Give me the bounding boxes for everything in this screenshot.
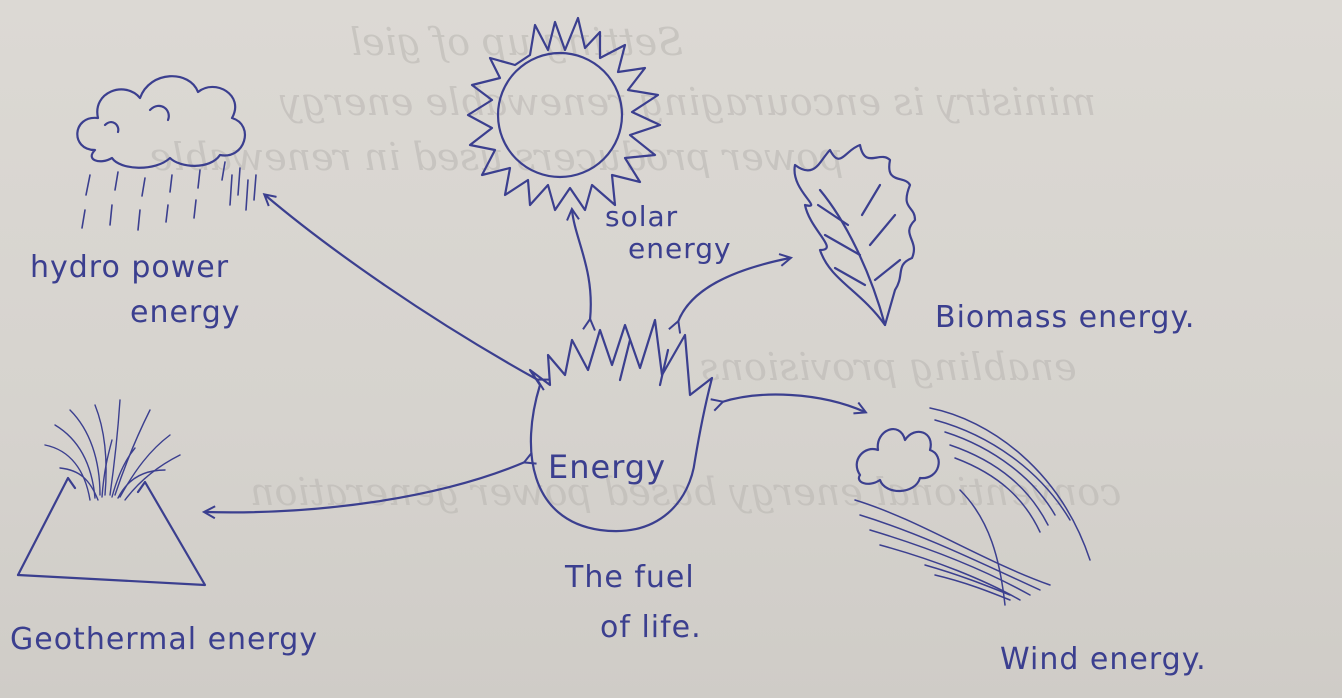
- leaf-icon: [795, 145, 915, 325]
- arrow-energy-solar: [572, 210, 591, 320]
- wind-icon: [855, 408, 1090, 605]
- arrow-energy-geothermal: [205, 462, 525, 512]
- solar-label-line2: energy: [628, 232, 732, 265]
- arrow-energy-hydro: [265, 195, 538, 380]
- arrow-energy-biomass: [678, 258, 790, 322]
- geyser-icon: [18, 400, 205, 585]
- geothermal-label: Geothermal energy: [10, 622, 318, 657]
- caption-line1: The fuel: [565, 560, 695, 595]
- biomass-label: Biomass energy.: [935, 300, 1195, 335]
- hydro-label-line1: hydro power: [30, 250, 229, 285]
- cloud-rain-icon: [77, 76, 256, 230]
- arrow-energy-wind: [722, 395, 865, 412]
- sun-icon: [468, 18, 660, 210]
- solar-label-line1: solar: [605, 200, 678, 233]
- energy-flame-icon: [530, 320, 712, 531]
- wind-label: Wind energy.: [1000, 642, 1207, 677]
- caption-line2: of life.: [600, 610, 702, 645]
- center-label: Energy: [548, 448, 666, 486]
- hydro-label-line2: energy: [130, 295, 241, 330]
